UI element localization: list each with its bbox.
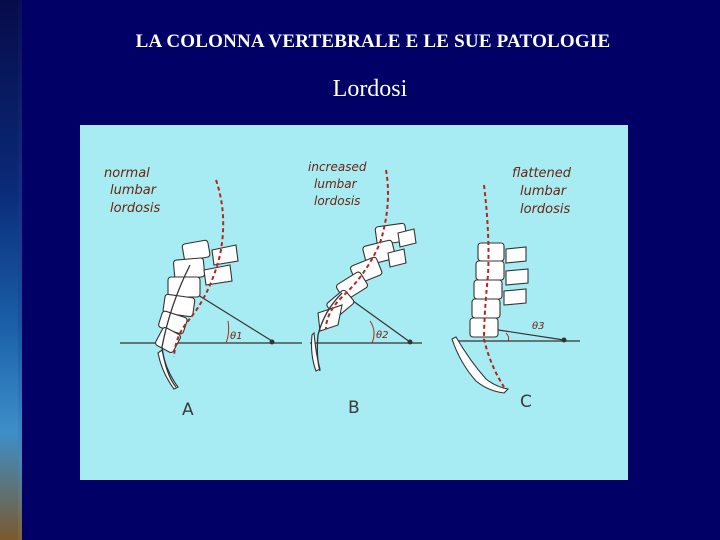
panel-c: flattened lumbar lordosis θ3 C: [452, 166, 580, 412]
panel-b-angle-label: θ2: [376, 330, 388, 341]
slide-subtitle: Lordosi: [0, 76, 720, 103]
panel-c-caption-line-3: lordosis: [520, 202, 571, 217]
panel-c-vertex-dot: [562, 338, 567, 343]
panel-a-letter: A: [182, 400, 194, 420]
panel-b-caption-line-1: increased: [308, 160, 367, 174]
panel-a-angle-label: θ1: [230, 331, 242, 342]
panel-c-angle-label: θ3: [532, 321, 544, 332]
panel-a-vertex-dot: [270, 340, 275, 345]
panel-b-caption-line-2: lumbar: [314, 177, 358, 191]
panel-c-caption-line-1: flattened: [512, 166, 572, 181]
panel-b-vertebrae: [312, 223, 417, 371]
panel-b-vertex-dot: [408, 340, 413, 345]
panel-c-letter: C: [520, 392, 532, 412]
panel-a: normal lumbar lordosis θ1: [104, 166, 302, 420]
panel-c-tangent-line: [492, 329, 564, 340]
lordosis-illustration: normal lumbar lordosis θ1: [80, 125, 628, 480]
panel-c-caption-line-2: lumbar: [520, 184, 568, 199]
panel-b-angle-arc: [370, 321, 374, 343]
panel-c-vertebrae: [452, 243, 528, 393]
panel-a-caption-line-2: lumbar: [110, 183, 158, 198]
panel-c-angle-arc: [506, 333, 509, 341]
panel-a-caption-line-3: lordosis: [110, 201, 161, 216]
panel-b-letter: B: [348, 398, 360, 418]
panel-a-vertebrae: [154, 240, 238, 389]
panel-b-caption-line-3: lordosis: [314, 194, 360, 208]
panel-b: increased lumbar lordosis θ2 B: [308, 160, 422, 418]
slide-title: LA COLONNA VERTEBRALE E LE SUE PATOLOGIE: [0, 31, 720, 53]
lordosis-figure: normal lumbar lordosis θ1: [80, 125, 628, 480]
panel-a-caption-line-1: normal: [104, 166, 150, 181]
panel-a-angle-arc: [226, 321, 229, 343]
